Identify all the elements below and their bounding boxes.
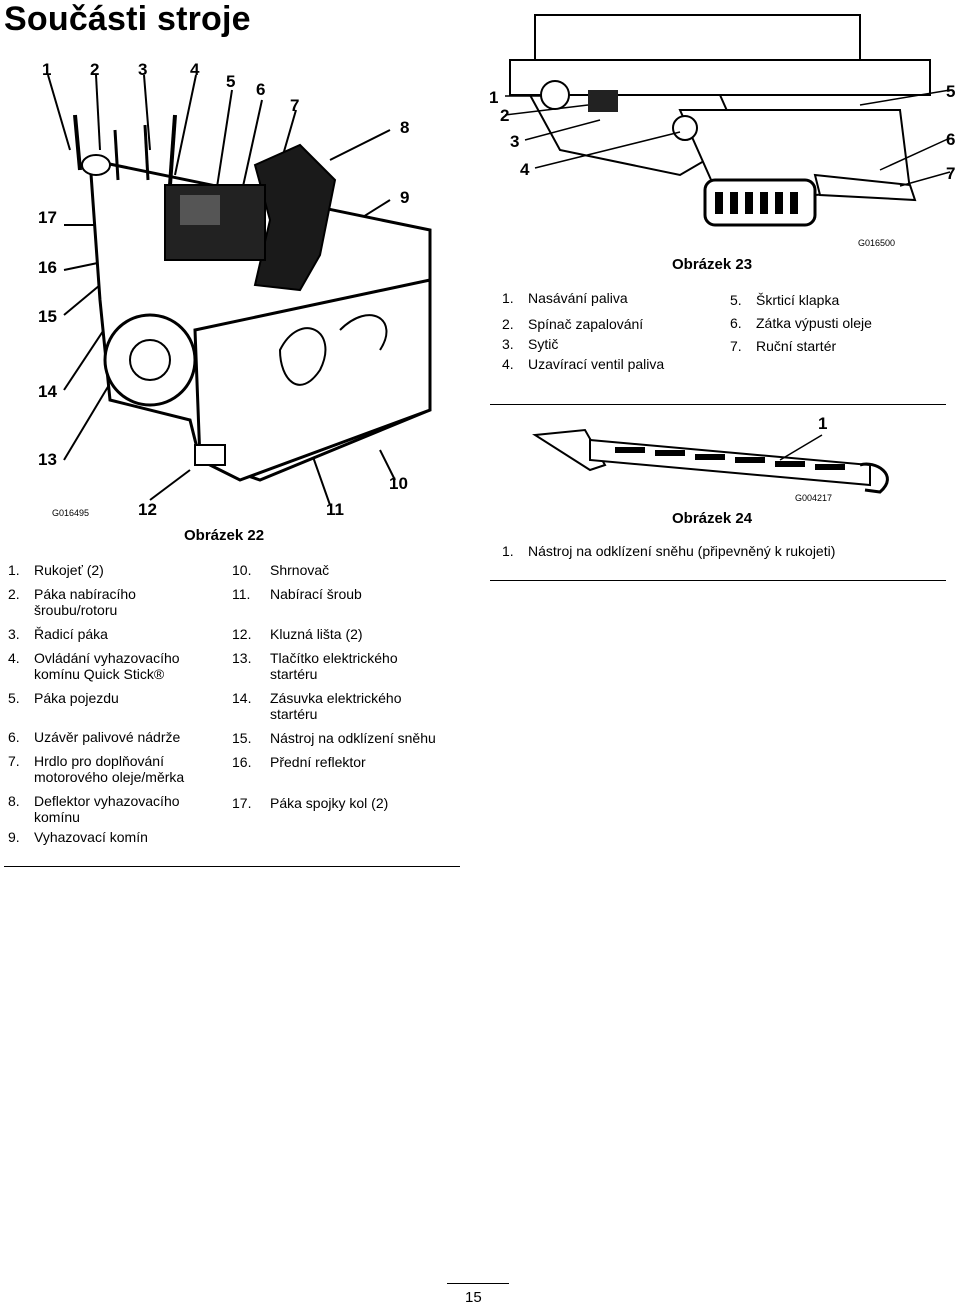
callout-9: 9	[400, 188, 410, 207]
fig23-callout-7: 7	[946, 164, 956, 183]
legend-item: 3.Řadicí páka	[8, 626, 108, 642]
callout-10: 10	[389, 474, 408, 493]
page-number-rule	[447, 1283, 509, 1284]
legend-item: 6.Zátka výpusti oleje	[730, 315, 872, 331]
fig23-callout-1: 1	[489, 88, 499, 107]
legend-item: 6.Uzávěr palivové nádrže	[8, 729, 181, 745]
legend-item: 2.Spínač zapalování	[502, 316, 644, 332]
fig23-callout-2: 2	[500, 106, 510, 125]
callout-5: 5	[226, 72, 236, 91]
legend-item: 3.Sytič	[502, 336, 559, 352]
legend-item: 9.Vyhazovací komín	[8, 829, 148, 845]
legend-item: 16.Přední reflektor	[232, 754, 366, 770]
snowthrower-illustration	[47, 74, 432, 506]
legend-left-fig23: 1.Nasávání paliva 2.Spínač zapalování 3.…	[502, 290, 722, 372]
legend-item: 11.Nabírací šroub	[232, 586, 362, 602]
legend-item: 15.Nástroj na odklízení sněhu	[232, 730, 436, 746]
figure-code: G016500	[858, 238, 896, 248]
legend-item: 17.Páka spojky kol (2)	[232, 795, 389, 811]
legend-item: 5.Páka pojezdu	[8, 690, 119, 706]
control-panel-illustration	[504, 14, 951, 227]
fig23-callout-5: 5	[946, 82, 956, 101]
callout-6: 6	[256, 80, 266, 99]
fig23-callout-6: 6	[946, 130, 956, 149]
legend-item: 7.Ruční startér	[730, 338, 837, 354]
figure-caption: Obrázek 22	[184, 527, 265, 544]
callout-12: 12	[138, 500, 157, 519]
divider	[490, 580, 946, 581]
callout-8: 8	[400, 118, 410, 137]
callout-14: 14	[38, 382, 57, 401]
callout-13: 13	[38, 450, 57, 469]
page-number: 15	[465, 1289, 482, 1306]
callout-1: 1	[42, 60, 52, 79]
legend-right-fig22: 10.Shrnovač 11.Nabírací šroub 12.Kluzná …	[232, 562, 462, 811]
divider	[490, 404, 946, 405]
legend-item: 1.Nasávání paliva	[502, 290, 628, 306]
callout-2: 2	[90, 60, 100, 79]
snow-tool-illustration	[532, 428, 889, 494]
callout-4: 4	[190, 60, 200, 79]
legend-item: 1.Nástroj na odklízení sněhu (připevněný…	[502, 543, 836, 559]
legend-item: 1.Rukojeť (2)	[8, 562, 104, 578]
callout-11: 11	[326, 500, 344, 519]
figure-caption: Obrázek 24	[672, 510, 753, 527]
figure-code: G016495	[52, 508, 90, 518]
callout-17: 17	[38, 208, 57, 227]
legend-right-fig23: 5.Škrticí klapka 6.Zátka výpusti oleje 7…	[730, 292, 950, 354]
callout-3: 3	[138, 60, 148, 79]
legend-item: 5.Škrticí klapka	[730, 292, 840, 308]
legend-fig24: 1.Nástroj na odklízení sněhu (připevněný…	[502, 543, 922, 559]
fig24-callout-1: 1	[818, 414, 828, 433]
legend-item: 12.Kluzná lišta (2)	[232, 626, 363, 642]
divider	[4, 866, 460, 867]
callout-7: 7	[290, 96, 300, 115]
callout-15: 15	[38, 307, 57, 326]
callout-16: 16	[38, 258, 57, 277]
figure-caption: Obrázek 23	[672, 256, 753, 273]
fig23-callout-3: 3	[510, 132, 520, 151]
figure-code: G004217	[795, 493, 833, 503]
page-title: Součásti stroje	[4, 0, 251, 38]
fig23-callout-4: 4	[520, 160, 530, 179]
legend-item: 10.Shrnovač	[232, 562, 330, 578]
legend-item: 4.Uzavírací ventil paliva	[502, 356, 665, 372]
